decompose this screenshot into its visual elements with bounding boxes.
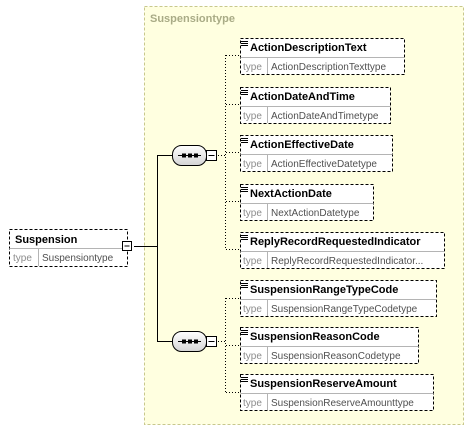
element-action-effective-date[interactable]: ActionEffectiveDate type ActionEffective… (240, 135, 393, 172)
sequence-compositor-1[interactable] (172, 145, 207, 166)
element-name: ReplyRecordRequestedIndicator (250, 236, 421, 248)
element-type-label: type (243, 351, 262, 362)
element-type-label: type (243, 208, 262, 219)
element-type-value: ActionDateAndTimetype (271, 111, 379, 122)
sequence-dot-icon (194, 153, 198, 158)
element-name: ActionDateAndTime (250, 91, 355, 103)
sequence-1-collapse-toggle[interactable] (206, 150, 217, 161)
element-type-value: ReplyRecordRequestedIndicator... (271, 256, 423, 267)
element-type-value: SuspensionReasonCodetype (271, 351, 401, 362)
element-name: ActionDescriptionText (250, 42, 367, 54)
root-element-suspension[interactable]: Suspension type Suspensiontype (9, 229, 128, 267)
annotation-icon (241, 138, 248, 143)
annotation-icon (241, 377, 248, 382)
element-type-label: type (243, 159, 262, 170)
sequence-1-branches (218, 55, 240, 250)
element-suspension-reason-code[interactable]: SuspensionReasonCode type SuspensionReas… (240, 327, 419, 364)
annotation-icon (241, 330, 248, 335)
element-type-label: type (243, 111, 262, 122)
element-reply-record-requested-indicator[interactable]: ReplyRecordRequestedIndicator type Reply… (240, 232, 445, 269)
sequence-2-branches (218, 298, 240, 393)
element-type-label: type (243, 62, 262, 73)
element-action-date-and-time[interactable]: ActionDateAndTime type ActionDateAndTime… (240, 87, 391, 124)
annotation-icon (241, 283, 248, 288)
connectors (134, 155, 172, 342)
sequence-dot-icon (188, 339, 192, 344)
element-suspension-reserve-amount[interactable]: SuspensionReserveAmount type SuspensionR… (240, 374, 434, 411)
element-type-label: type (243, 256, 262, 267)
element-type-value: ActionDescriptionTexttype (271, 62, 386, 73)
element-next-action-date[interactable]: NextActionDate type NextActionDatetype (240, 184, 374, 221)
element-name: SuspensionReserveAmount (250, 378, 397, 390)
sequence-dot-icon (182, 153, 186, 158)
element-name: SuspensionRangeTypeCode (250, 284, 398, 296)
element-name: ActionEffectiveDate (250, 139, 354, 151)
sequence-dot-icon (182, 339, 186, 344)
sequence-dot-icon (194, 339, 198, 344)
element-type-value: SuspensionReserveAmounttype (271, 398, 414, 409)
root-type-value: Suspensiontype (42, 253, 114, 264)
sequence-2-collapse-toggle[interactable] (206, 336, 217, 347)
element-type-value: ActionEffectiveDatetype (271, 159, 377, 170)
element-type-value: SuspensionRangeTypeCodetype (271, 304, 418, 315)
sequence-compositor-2[interactable] (172, 331, 207, 352)
element-suspension-range-type-code[interactable]: SuspensionRangeTypeCode type SuspensionR… (240, 280, 437, 317)
element-type-value: NextActionDatetype (271, 208, 360, 219)
element-action-description-text[interactable]: ActionDescriptionText type ActionDescrip… (240, 38, 405, 75)
root-collapse-toggle[interactable] (122, 241, 132, 251)
sequence-dot-icon (188, 153, 192, 158)
element-name: NextActionDate (250, 188, 332, 200)
annotation-icon (241, 235, 248, 240)
annotation-icon (241, 90, 248, 95)
annotation-icon (241, 187, 248, 192)
root-element-name: Suspension (15, 234, 78, 246)
annotation-icon (241, 41, 248, 46)
complex-type-title: Suspensiontype (150, 13, 235, 25)
element-name: SuspensionReasonCode (250, 331, 380, 343)
element-type-label: type (243, 304, 262, 315)
element-type-label: type (243, 398, 262, 409)
root-type-label: type (13, 253, 32, 264)
